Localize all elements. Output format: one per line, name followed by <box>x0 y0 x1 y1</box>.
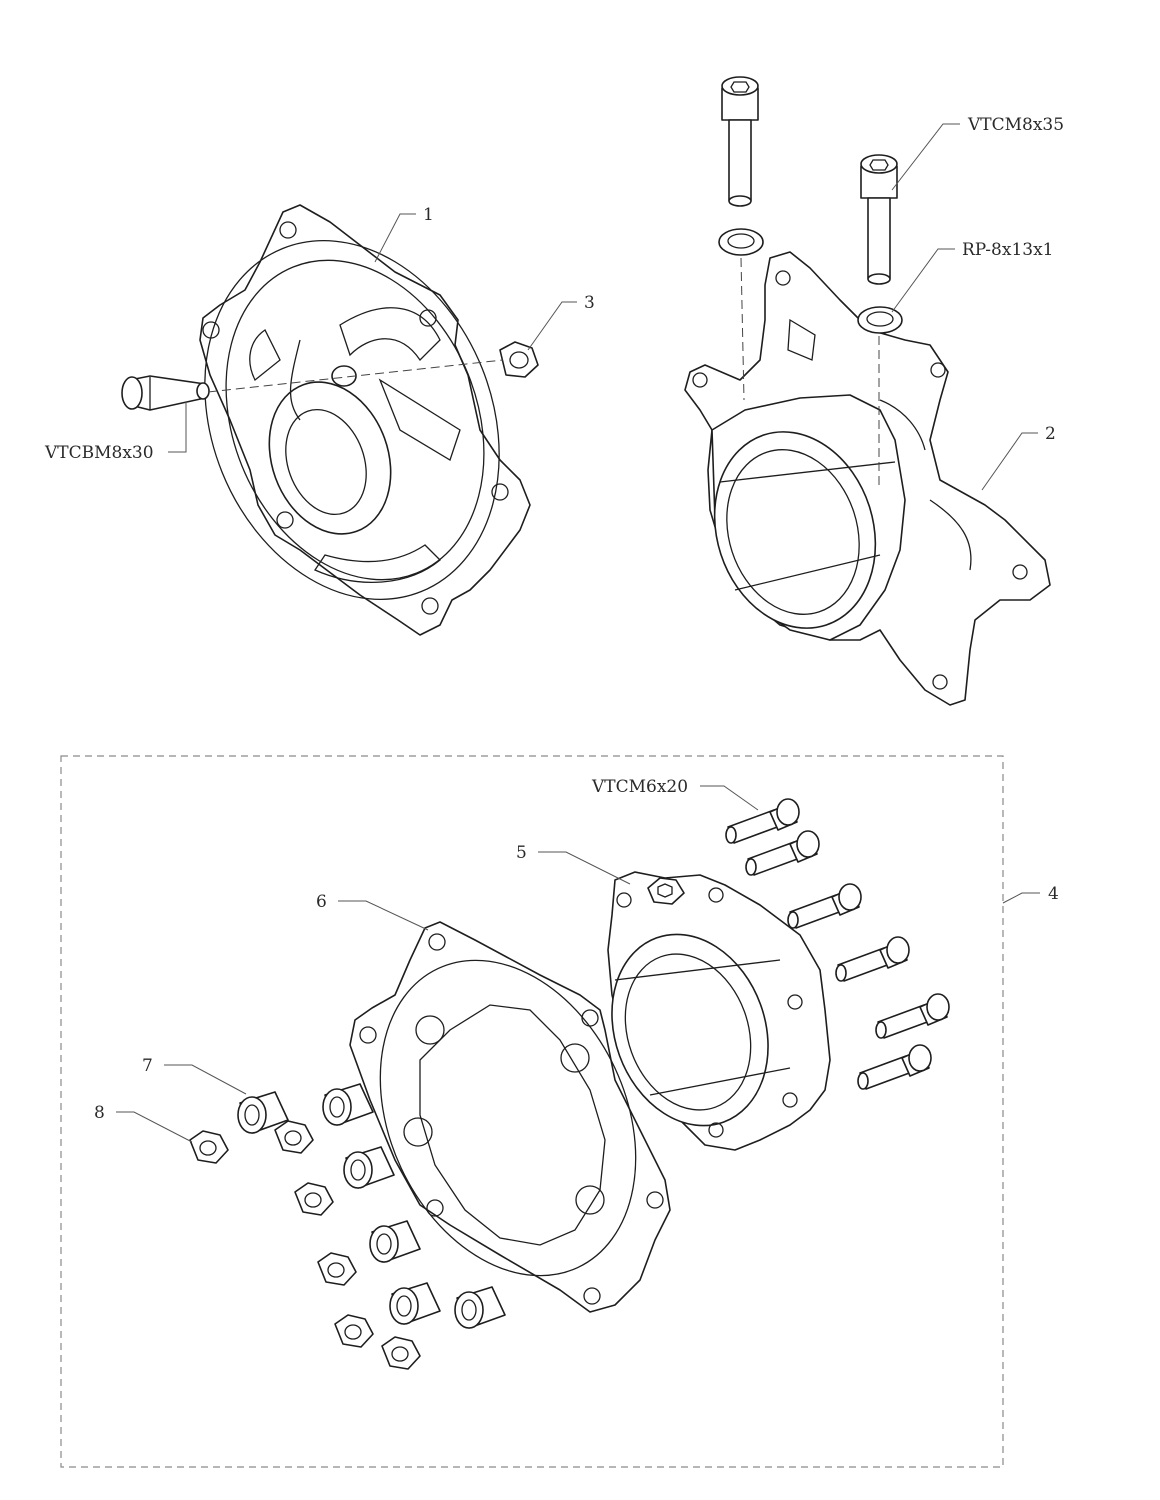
bolt-vtcm6x20-1 <box>725 798 800 844</box>
callout-part-4: 4 <box>1048 884 1059 904</box>
spacer-part-7-a <box>237 1091 289 1134</box>
spacer-part-7-b <box>322 1083 374 1126</box>
callout-washer-rp-8x13x1: RP-8x13x1 <box>962 240 1054 260</box>
bolt-vtcm8x35-left <box>721 76 759 207</box>
bolt-vtcbm8x30 <box>121 375 210 411</box>
bolt-vtcm6x20-6 <box>857 1044 932 1090</box>
assembly-axis-2a <box>740 257 745 401</box>
bolt-vtcm6x20-3 <box>787 883 862 929</box>
nut-part-8-c <box>294 1182 334 1216</box>
spacer-part-7-d <box>369 1220 421 1263</box>
spacer-part-7-c <box>343 1146 395 1189</box>
bolt-vtcm6x20-5 <box>875 993 950 1039</box>
nut-part-3 <box>499 341 539 378</box>
kit-group-box-part-4 <box>60 755 1004 1468</box>
callout-bolt-vtcm6x20: VTCM6x20 <box>591 777 688 797</box>
leader-lines <box>116 123 1040 1143</box>
nut-part-8-a <box>189 1130 229 1164</box>
spacer-part-7-f <box>454 1286 506 1329</box>
bolt-vtcm8x35-right <box>860 154 898 285</box>
assembly-axis-1 <box>207 359 504 393</box>
washer-left <box>718 228 764 256</box>
spacer-part-7-e <box>389 1282 441 1325</box>
callout-part-7: 7 <box>142 1056 153 1076</box>
nut-part-8-d <box>317 1252 357 1286</box>
nut-part-8-b <box>274 1120 314 1154</box>
callout-part-1: 1 <box>423 205 434 225</box>
callout-bolt-vtcbm8x30: VTCBM8x30 <box>44 443 154 463</box>
callout-part-5: 5 <box>516 843 527 863</box>
bolt-vtcm6x20-2 <box>745 830 820 876</box>
hub-part-5 <box>607 871 831 1151</box>
callout-part-6: 6 <box>316 892 327 912</box>
nut-part-8-f <box>381 1336 421 1370</box>
sprocket-carrier-part-1 <box>199 204 531 636</box>
washer-rp-8x13x1 <box>857 306 903 334</box>
callout-bolt-vtcm8x35: VTCM8x35 <box>967 115 1064 135</box>
callout-part-2: 2 <box>1045 424 1056 444</box>
callout-part-3: 3 <box>584 293 595 313</box>
callout-part-8: 8 <box>94 1103 105 1123</box>
bolt-vtcm6x20-4 <box>835 936 910 982</box>
nut-part-8-e <box>334 1314 374 1348</box>
carrier-plate-part-6 <box>349 921 671 1313</box>
brake-hub-part-2 <box>684 251 1051 706</box>
